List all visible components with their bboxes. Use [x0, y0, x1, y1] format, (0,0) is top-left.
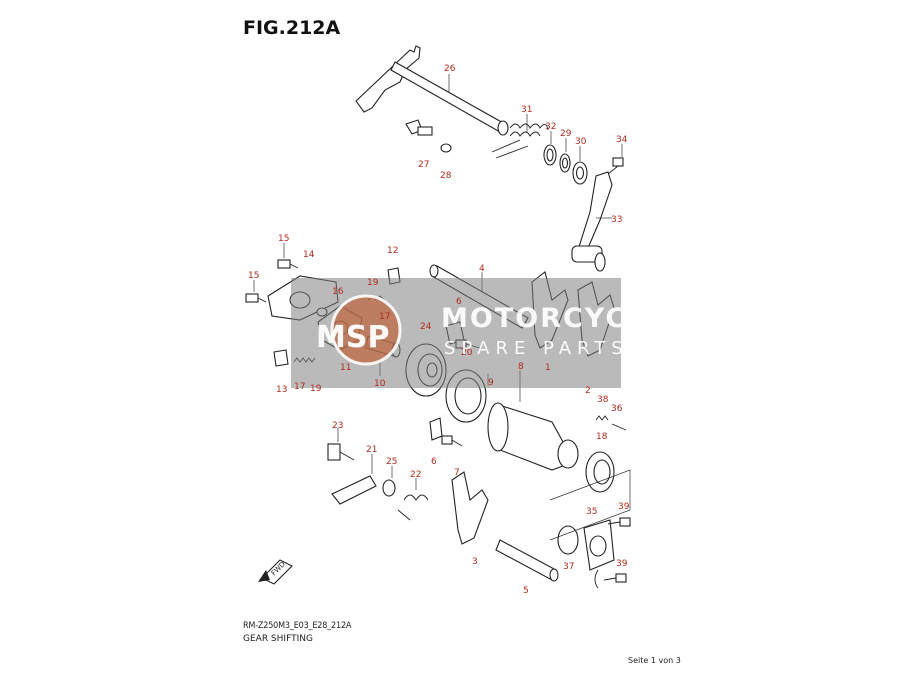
watermark-line2: SPARE PARTS: [444, 338, 629, 359]
callout-39b: 39: [616, 559, 628, 569]
spring-38-part: [595, 415, 609, 421]
callout-39a: 39: [618, 502, 630, 512]
callout-7: 7: [454, 468, 460, 478]
callout-37: 37: [563, 562, 574, 572]
oil-seal-part: [585, 451, 615, 493]
callout-34: 34: [616, 135, 628, 145]
callout-20: 20: [461, 348, 473, 358]
callout-8: 8: [518, 362, 524, 372]
shift-fork-3-part: [451, 471, 489, 545]
bolt-part: [607, 157, 624, 175]
callout-14: 14: [303, 250, 315, 260]
watermark-logo: MSP: [316, 320, 390, 355]
callout-2: 2: [585, 386, 591, 396]
callout-16: 16: [332, 287, 344, 297]
callout-6a: 6: [456, 297, 462, 307]
pin-36-part: [611, 423, 627, 431]
callout-11: 11: [340, 363, 351, 373]
washer-28-part: [440, 143, 452, 153]
washer-parts: [543, 144, 588, 185]
callout-21: 21: [366, 445, 377, 455]
callout-29: 29: [560, 129, 572, 139]
washer-25-part: [382, 479, 396, 497]
callout-10: 10: [374, 379, 386, 389]
callout-19b: 19: [310, 384, 322, 394]
callout-13: 13: [276, 385, 287, 395]
callout-5: 5: [523, 586, 529, 596]
callout-4: 4: [479, 264, 485, 274]
callout-3: 3: [472, 557, 478, 567]
callout-31: 31: [521, 105, 532, 115]
gearshift-arm-part: [331, 475, 377, 505]
callout-17a: 17: [379, 312, 390, 322]
watermark-band: [291, 278, 621, 388]
callout-24: 24: [420, 322, 432, 332]
pin-6b-part: [429, 417, 443, 441]
callout-18: 18: [596, 432, 608, 442]
callout-1: 1: [545, 363, 551, 373]
bolt-23-part: [327, 443, 355, 461]
callout-33: 33: [611, 215, 622, 225]
spring-22-part: [397, 494, 429, 521]
cover-part: [583, 519, 615, 589]
callout-26: 26: [444, 64, 456, 74]
watermark-line1: MOTORCYCLE: [441, 303, 667, 334]
callout-35: 35: [586, 507, 597, 517]
screw-15-part: [245, 259, 299, 303]
bolt-39-part: [603, 517, 631, 583]
callout-36: 36: [611, 404, 623, 414]
figure-title: FIG.212A: [243, 17, 341, 39]
shift-shaft-part: [355, 45, 509, 136]
callout-15b: 15: [248, 271, 259, 281]
callout-9: 9: [488, 378, 494, 388]
gearshift-lever-part: [571, 171, 613, 272]
fwd-arrow-icon: FWD: [258, 559, 293, 585]
callout-19a: 19: [367, 278, 379, 288]
callout-27: 27: [418, 160, 429, 170]
callout-28: 28: [440, 171, 452, 181]
callout-labels: 1 2 3 4 5 6 6 7 8 9 10 11 12 13 14 15 15…: [248, 64, 630, 596]
callout-22: 22: [410, 470, 421, 480]
screw-7-part: [441, 435, 463, 447]
pin-bolt-part: [405, 119, 433, 136]
stopper-13-part: [273, 349, 289, 367]
page-indicator: Seite 1 von 3: [628, 656, 681, 665]
o-ring-part: [557, 525, 579, 555]
callout-12: 12: [387, 246, 398, 256]
figure-code: RM-Z250M3_E03_E28_212A: [243, 621, 352, 631]
callout-6b: 6: [431, 457, 437, 467]
figure-description: GEAR SHIFTING: [243, 634, 313, 644]
callout-23: 23: [332, 421, 343, 431]
return-spring-part: [491, 123, 549, 159]
gearshift-cam-part: [487, 402, 579, 471]
callout-15a: 15: [278, 234, 289, 244]
callout-17b: 17: [294, 382, 305, 392]
fork-shaft-5-part: [495, 539, 559, 582]
callout-38: 38: [597, 395, 609, 405]
callout-25: 25: [386, 457, 397, 467]
callout-32: 32: [545, 122, 556, 132]
callout-30: 30: [575, 137, 587, 147]
